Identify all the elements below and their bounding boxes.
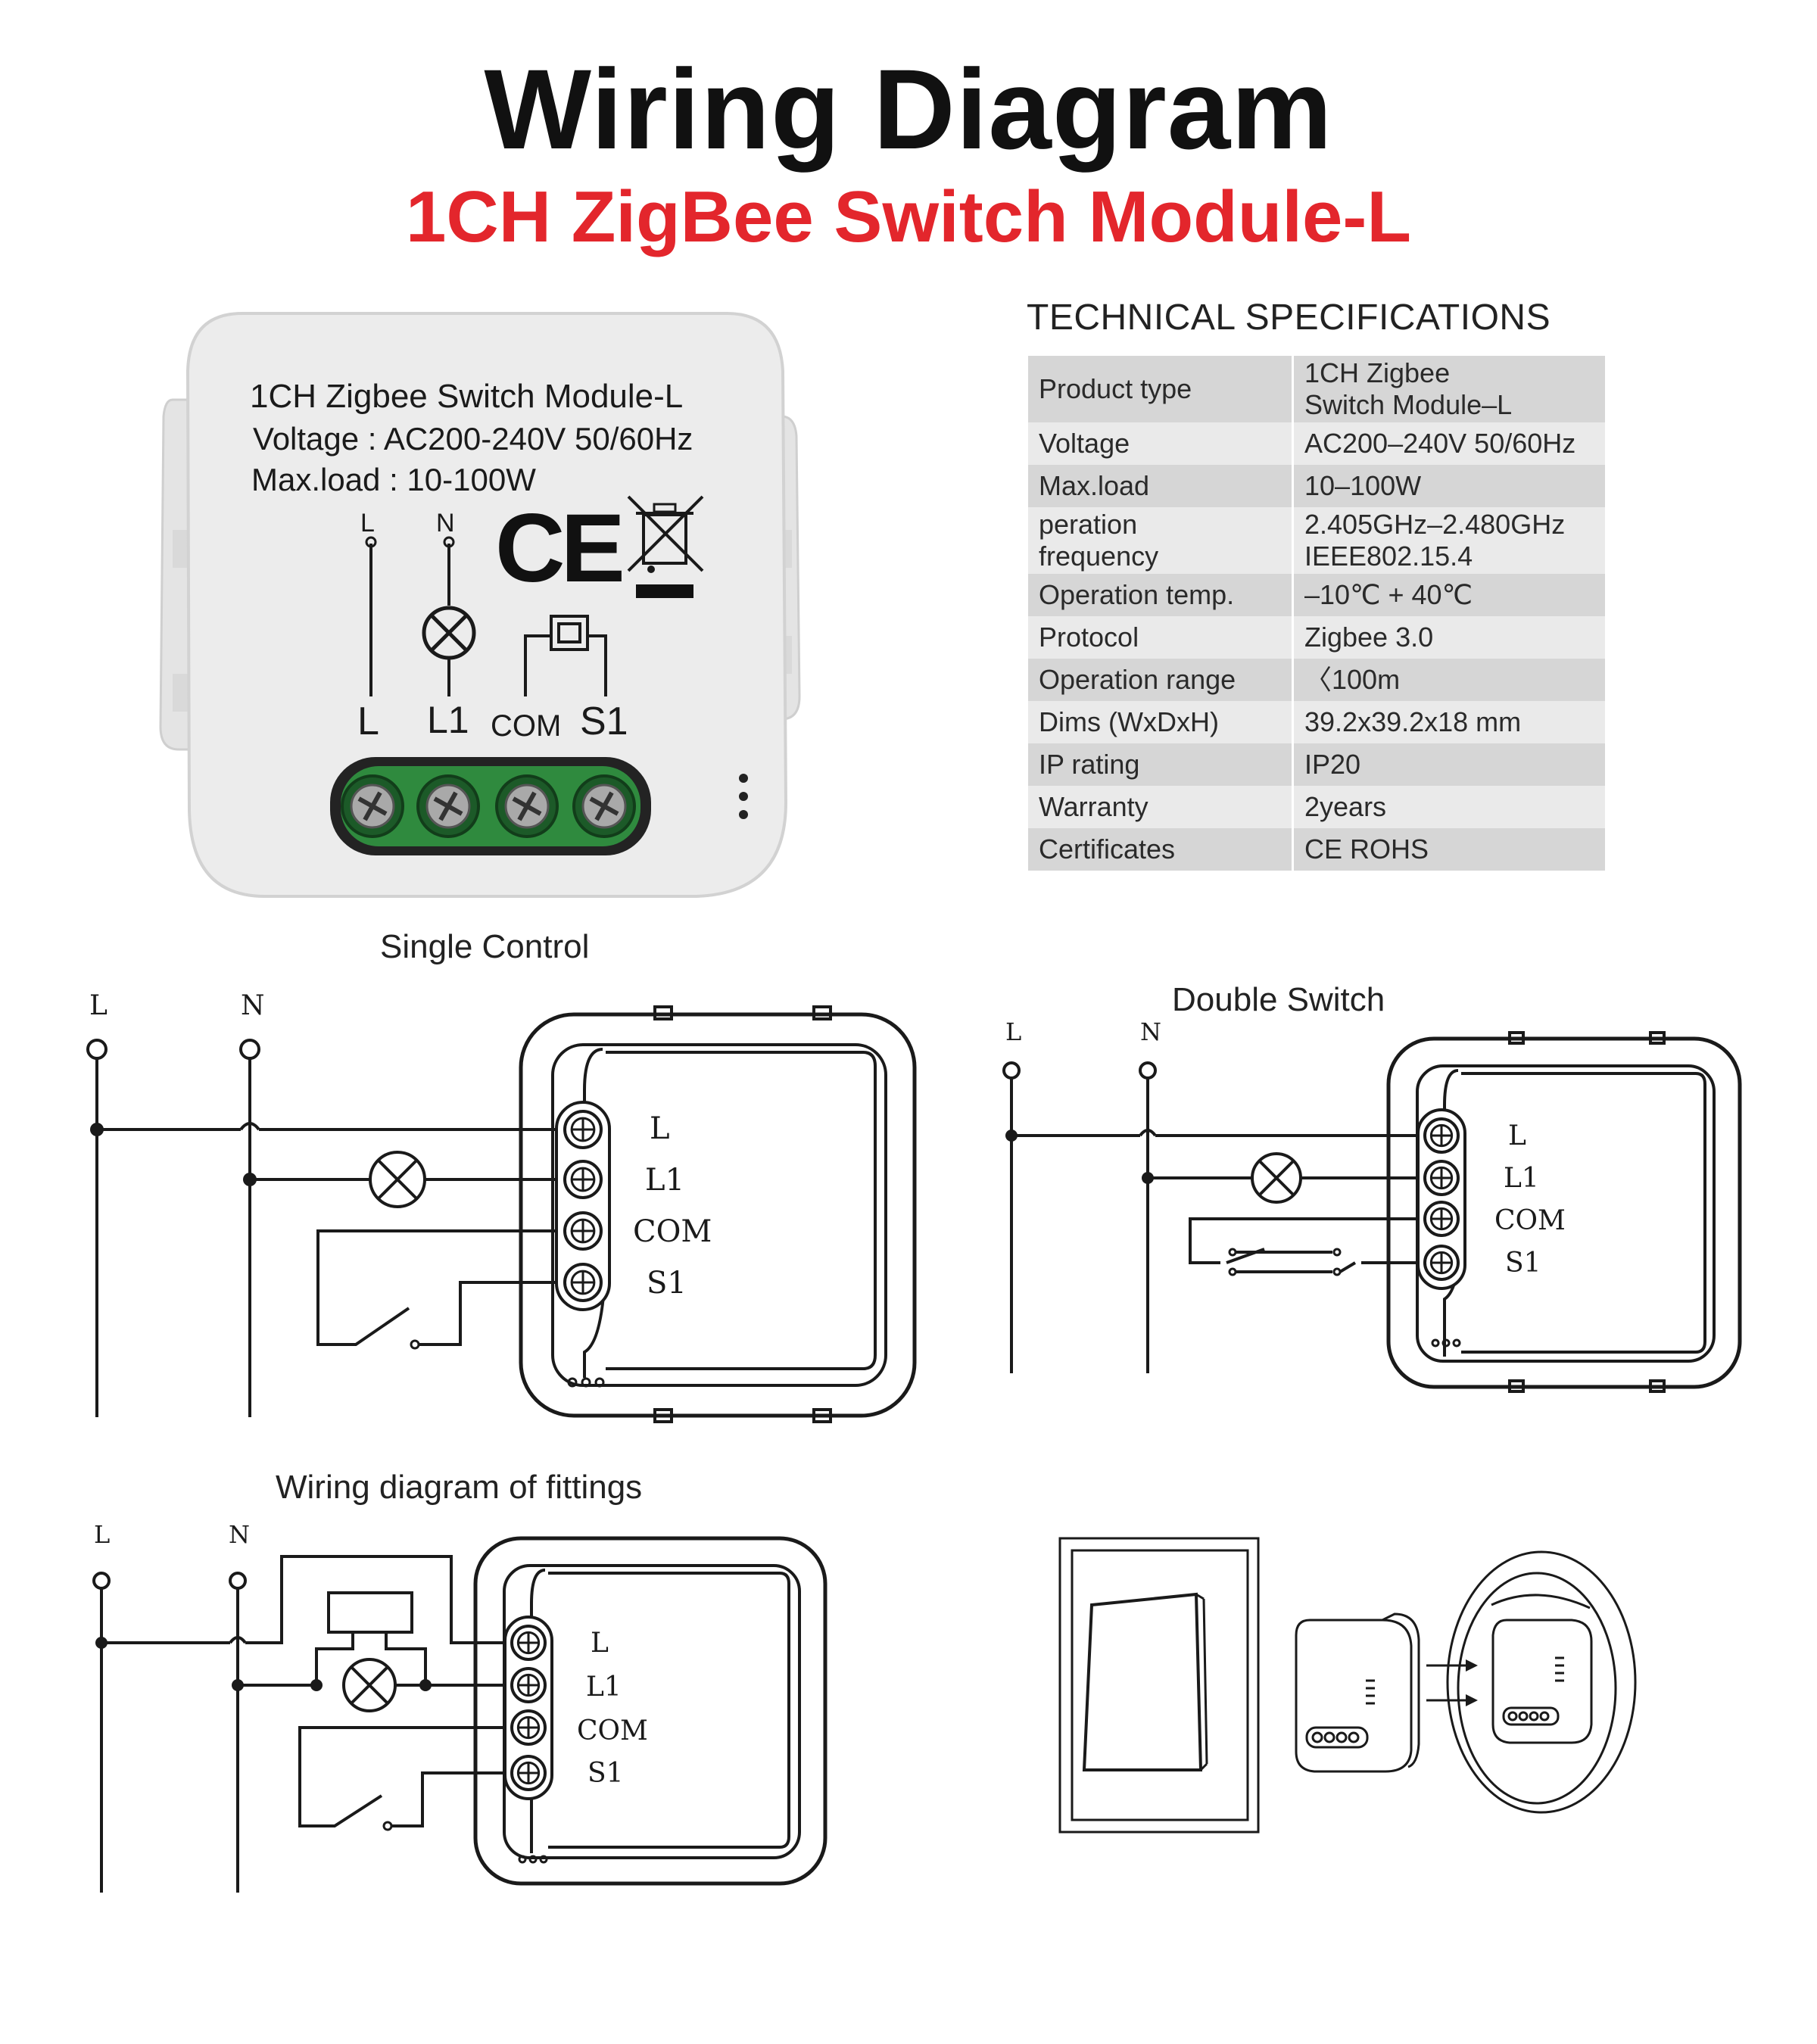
spec-key: Max.load (1028, 465, 1294, 507)
fittings-line-n-label: N (229, 1520, 250, 1549)
label-lamp-icon (422, 606, 476, 660)
product-image: 1CH Zigbee Switch Module-L Voltage : AC2… (159, 312, 801, 898)
double-switch-title: Double Switch (1172, 981, 1385, 1018)
label-terminal-l: L (357, 700, 379, 743)
spec-key: Dims (WxDxH) (1028, 701, 1294, 743)
page-title: Wiring Diagram (484, 45, 1333, 173)
ce-mark-icon: CE (495, 494, 622, 603)
lamp-icon (369, 1151, 426, 1208)
label-terminal-top-l: L (360, 509, 375, 537)
spec-key: IP rating (1028, 743, 1294, 786)
spec-value: 2years (1292, 786, 1605, 828)
spec-key: Voltage (1028, 422, 1294, 465)
fittings-diagram: L N L L1 COM S1 (92, 1520, 827, 1893)
spec-value: 1CH Zigbee Switch Module–L (1292, 356, 1605, 422)
fittings-term-l-label: L (591, 1628, 609, 1659)
wall-box-icon (1446, 1550, 1637, 1814)
spec-key: Protocol (1028, 616, 1294, 659)
spec-key: Product type (1028, 356, 1294, 422)
spec-row: Operation temp.–10℃ + 40℃ (1028, 574, 1605, 616)
label-switch-icon (524, 615, 607, 696)
fittings-term-com-label: COM (577, 1715, 648, 1746)
label-line-3: Max.load : 10-100W (251, 462, 536, 497)
single-line-l-label: L (89, 990, 108, 1021)
label-terminal-com: COM (491, 709, 561, 743)
spec-value: CE ROHS (1292, 828, 1605, 871)
double-term-s1-label: S1 (1505, 1248, 1541, 1279)
spec-value: 10–100W (1292, 465, 1605, 507)
single-term-l1-label: L1 (645, 1163, 684, 1198)
module-body (185, 312, 788, 898)
terminal-block (330, 757, 651, 855)
label-line-1: 1CH Zigbee Switch Module-L (250, 378, 683, 415)
installation-illustration (1058, 1537, 1637, 1834)
label-terminal-l1: L1 (427, 699, 469, 741)
single-term-s1-label: S1 (647, 1266, 687, 1301)
double-switch-diagram: L N L L1 COM S1 (1002, 1017, 1742, 1393)
double-line-l-label: L (1005, 1017, 1021, 1046)
spec-value: IP20 (1292, 743, 1605, 786)
double-term-l1-label: L1 (1504, 1163, 1539, 1194)
spec-value: 〈100m (1292, 659, 1605, 701)
single-term-com-label: COM (633, 1214, 712, 1249)
label-line-2: Voltage : AC200-240V 50/60Hz (253, 421, 693, 456)
wall-switch-icon (1058, 1537, 1260, 1834)
single-term-l-label: L (650, 1111, 670, 1146)
fittings-line-l-label: L (94, 1520, 110, 1549)
spec-key: Operation range (1028, 659, 1294, 701)
spec-value: 39.2x39.2x18 mm (1292, 701, 1605, 743)
spec-value: 2.405GHz–2.480GHz IEEE802.15.4 (1292, 507, 1605, 574)
lamp-icon (342, 1658, 397, 1712)
spec-value: –10℃ + 40℃ (1292, 574, 1605, 616)
spec-key: Operation temp. (1028, 574, 1294, 616)
double-term-l-label: L (1508, 1120, 1526, 1151)
spec-key: Warranty (1028, 786, 1294, 828)
page-subtitle: 1CH ZigBee Switch Module-L (405, 176, 1412, 257)
weee-bin-icon (627, 495, 704, 598)
lamp-icon (1251, 1152, 1302, 1204)
single-line-n-label: N (241, 990, 265, 1021)
specs-heading: TECHNICAL SPECIFICATIONS (1027, 298, 1551, 338)
single-control-diagram: L N L L1 COM S1 (86, 990, 917, 1423)
fittings-term-l1-label: L1 (586, 1672, 622, 1703)
spec-key: peration frequency (1028, 507, 1294, 574)
spec-row: Operation range〈100m (1028, 659, 1605, 701)
fittings-title: Wiring diagram of fittings (276, 1469, 643, 1506)
single-control-title: Single Control (380, 928, 590, 965)
spec-key: Certificates (1028, 828, 1294, 871)
label-terminal-s1: S1 (580, 700, 628, 743)
module-icon (1295, 1612, 1420, 1773)
double-line-n-label: N (1140, 1017, 1161, 1046)
fittings-term-s1-label: S1 (587, 1758, 624, 1789)
spec-value: AC200–240V 50/60Hz (1292, 422, 1605, 465)
double-term-com-label: COM (1494, 1205, 1566, 1236)
led-indicator (739, 774, 748, 783)
spec-value: Zigbee 3.0 (1292, 616, 1605, 659)
spec-row: Dims (WxDxH)39.2x39.2x18 mm (1028, 701, 1605, 743)
label-terminal-top-n: N (436, 509, 455, 537)
